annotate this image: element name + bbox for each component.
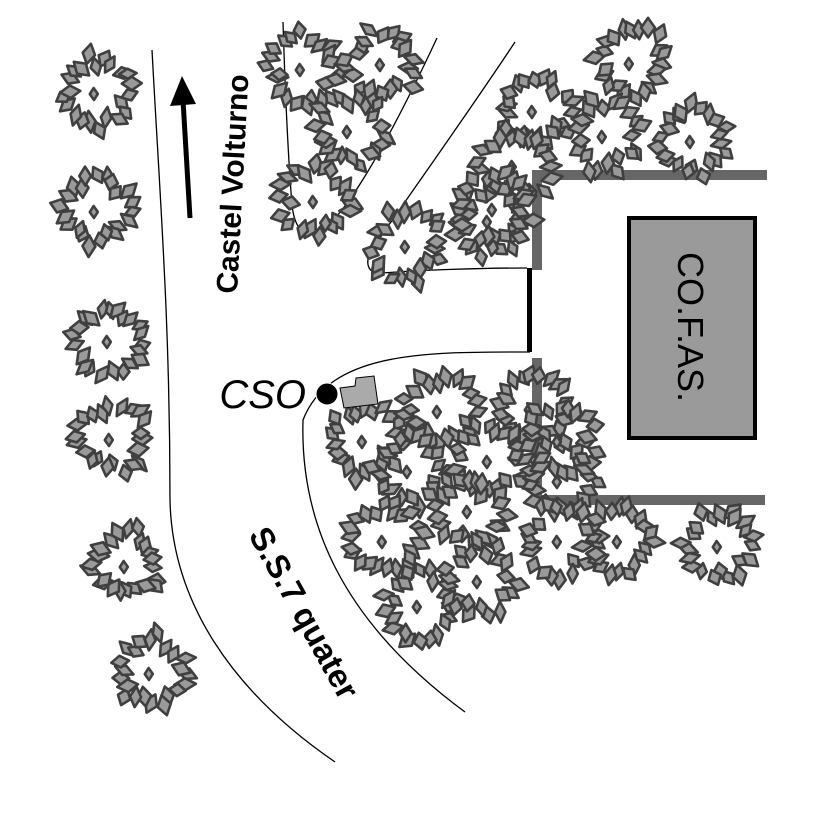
tree-canopy-icon [361, 422, 460, 520]
road-edge-west [151, 49, 336, 763]
arrow-shaft [180, 99, 193, 219]
tree-canopy-icon [647, 91, 737, 186]
tree-canopy-icon [435, 530, 531, 625]
direction-label: Castel Volturno [211, 73, 255, 294]
trees [49, 16, 765, 717]
arrow-up-icon [170, 76, 196, 106]
tree-canopy-icon [515, 398, 607, 483]
gate [527, 268, 532, 352]
tree-canopy-icon [425, 469, 519, 552]
tree-canopy-icon [559, 89, 653, 184]
station-shelter [339, 375, 379, 409]
wall-south [540, 495, 765, 505]
wall-north [540, 170, 767, 180]
direction-indicator: Castel Volturno [170, 73, 255, 294]
building-label: CO.F.AS. [670, 252, 711, 402]
filled-circle-icon [315, 382, 339, 406]
station-cso[interactable]: CSO [219, 373, 379, 417]
tree-canopy-icon [362, 199, 449, 294]
tree-canopy-icon [570, 495, 667, 587]
tree-canopy-icon [669, 502, 765, 587]
tree-canopy-icon [49, 165, 142, 259]
tree-canopy-icon [450, 163, 546, 249]
tree-canopy-icon [582, 16, 673, 108]
station-label: CSO [219, 373, 306, 417]
tree-canopy-icon [518, 495, 611, 591]
tree-canopy-icon [110, 621, 199, 717]
building-rect [627, 216, 757, 440]
tree-canopy-icon [268, 153, 364, 247]
tree-canopy-icon [55, 42, 144, 141]
building-cofas[interactable]: CO.F.AS. [627, 216, 757, 440]
tree-canopy-icon [256, 20, 354, 117]
tree-canopy-icon [62, 298, 152, 385]
road-edge-east [302, 351, 531, 713]
tree-canopy-icon [303, 88, 396, 174]
tree-canopy-icon [64, 395, 154, 483]
tree-canopy-icon [79, 516, 167, 602]
tree-canopy-icon [338, 494, 436, 580]
